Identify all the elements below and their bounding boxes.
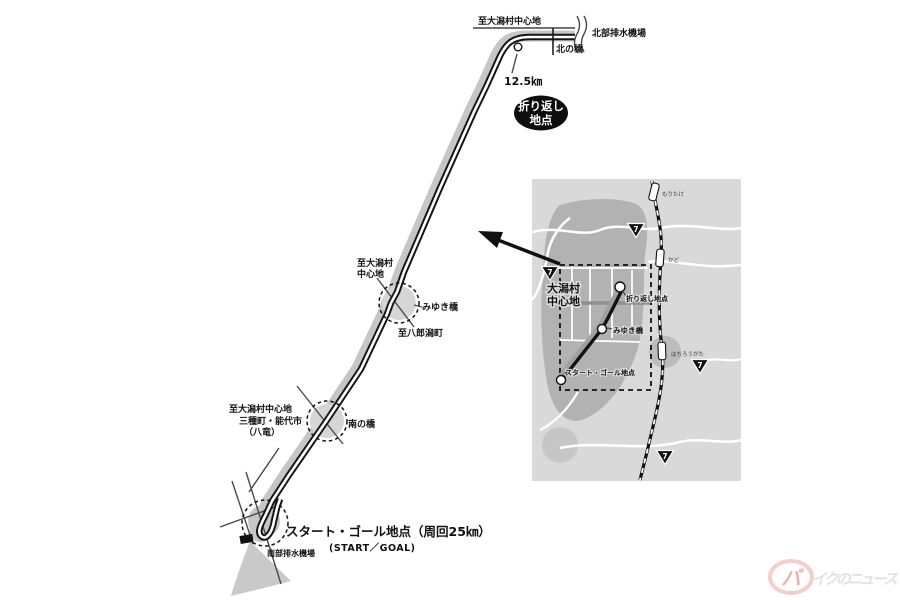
station-moritake: もりたけ xyxy=(648,182,685,202)
main-map: 折り返し 地点 至大潟村中心地 北部排水機場 北の橋 12.5㎞ 至大潟村 中心… xyxy=(219,15,646,596)
label-to-towns-1: 至大潟村中心地 xyxy=(229,403,292,415)
inset-turnaround-dot xyxy=(614,281,626,293)
label-to-ogata-center-mid-2: 中心地 xyxy=(357,268,384,280)
label-distance-12-5km: 12.5㎞ xyxy=(504,75,542,88)
minami-sw-road xyxy=(248,447,280,493)
inset-turnaround-leader xyxy=(621,289,627,297)
label-minami-bridge: 南の橋 xyxy=(348,418,376,430)
south-minor-road-1 xyxy=(245,471,282,585)
label-start-goal: スタート・ゴール地点（周回25㎞） xyxy=(286,524,491,539)
label-to-ogata-center-mid-1: 至大潟村 xyxy=(357,257,393,269)
inset-label-ogata-1: 大潟村 xyxy=(547,281,580,295)
route-7-shield-east: 7 xyxy=(690,358,710,375)
watermark-oval xyxy=(768,559,814,595)
label-to-hachirogata: 至八郎潟町 xyxy=(398,327,443,339)
inset-miyuki-leader xyxy=(606,327,613,330)
inset-pointer-arrow xyxy=(478,231,561,266)
turnaround-label-line1: 折り返し xyxy=(518,99,564,113)
inset-focus-rect xyxy=(559,264,652,391)
label-to-towns-2: 三種町・能代市 xyxy=(239,415,302,427)
route-7-number: 7 xyxy=(697,361,702,370)
station-kado: かど xyxy=(655,248,680,268)
station-moritake-label: もりたけ xyxy=(662,191,685,198)
station-hachirogata: はちろうがた xyxy=(657,341,704,361)
route-7-number: 7 xyxy=(547,268,552,277)
minami-cross-road xyxy=(296,385,344,445)
route-7-shield-north: 7 xyxy=(626,222,646,239)
label-to-ogata-center-top: 至大潟村中心地 xyxy=(478,15,541,27)
station-kado-label: かど xyxy=(668,256,680,264)
turnaround-badge xyxy=(514,95,568,131)
south-delta-area xyxy=(231,541,291,596)
label-miyuki-bridge: みゆき橋 xyxy=(422,301,459,313)
route-7-shield-south: 7 xyxy=(655,449,675,466)
break-squiggle-2 xyxy=(580,15,588,53)
label-north-pump-station: 北部排水機場 xyxy=(592,27,646,39)
route-7-shield-west: 7 xyxy=(540,265,560,282)
label-start-goal-en: (START／GOAL) xyxy=(329,542,416,554)
site-watermark: バ イクのニュース xyxy=(768,559,900,595)
break-squiggle-1 xyxy=(573,15,581,53)
minami-bridge-circle xyxy=(306,400,348,442)
miyuki-label-leader xyxy=(413,304,423,308)
start-goal-circle xyxy=(241,499,289,547)
inset-area-southwest xyxy=(542,427,578,463)
inset-map: もりたけ かど はちろうがた 7 7 7 7 xyxy=(530,179,742,481)
station-hachirogata-label: はちろうがた xyxy=(671,350,704,358)
inset-road-bottom xyxy=(559,438,742,450)
south-pump-building xyxy=(239,533,254,544)
label-south-pump-station: 南部排水機場 xyxy=(267,548,315,558)
distance-leader xyxy=(511,53,518,74)
turnaround-label-line2: 地点 xyxy=(530,113,553,127)
inset-road-west xyxy=(530,216,571,301)
inset-start-goal-dot xyxy=(555,374,567,386)
label-to-towns-3: （八竜） xyxy=(244,426,280,438)
inset-road-southwest xyxy=(539,391,579,431)
watermark-text: イクのニュース xyxy=(812,570,898,588)
inset-miyuki-dot xyxy=(596,323,608,335)
inset-label-miyuki: みゆき橋 xyxy=(613,325,643,335)
miyuki-cross-road xyxy=(376,277,415,328)
inset-road-east xyxy=(647,259,742,268)
south-minor-road-3 xyxy=(231,480,254,545)
inset-label-start-goal: スタート・ゴール地点 xyxy=(565,368,635,377)
route-7-number: 7 xyxy=(662,452,667,461)
miyuki-bridge-circle xyxy=(378,282,420,324)
label-north-bridge: 北の橋 xyxy=(556,43,584,55)
turnaround-point-dot xyxy=(513,42,523,52)
inset-label-ogata-2: 中心地 xyxy=(547,294,580,308)
route-7-number: 7 xyxy=(633,225,638,234)
inset-label-turnaround: 折り返し地点 xyxy=(626,294,668,303)
